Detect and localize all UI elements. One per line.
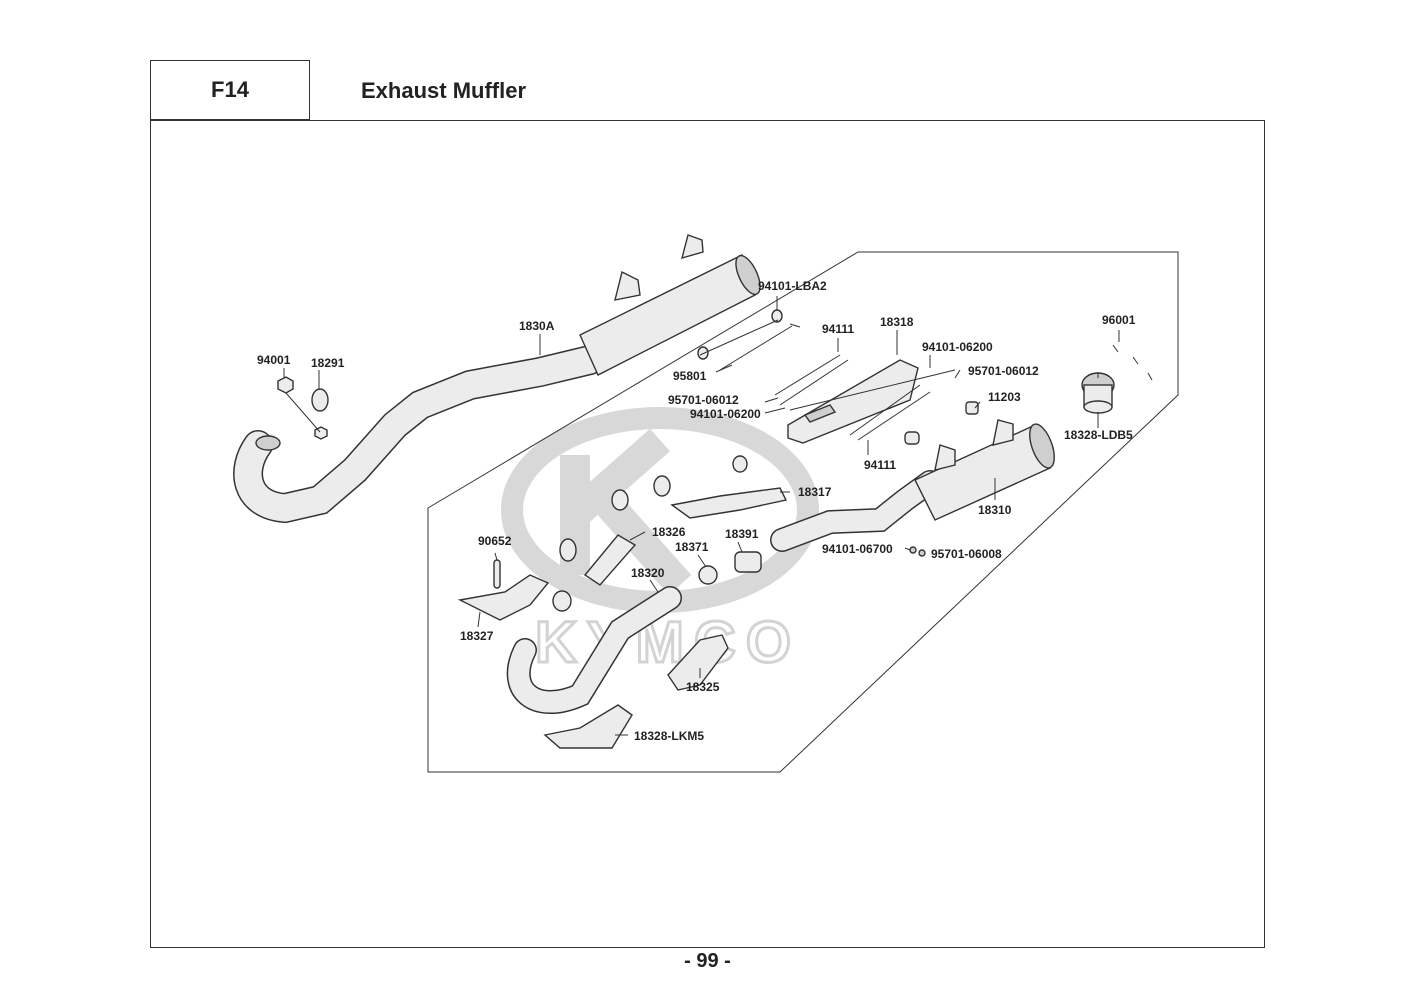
mounting-rods	[774, 354, 931, 441]
assembled-pipe	[234, 346, 604, 522]
gasket-18291	[311, 388, 329, 412]
label-18371: 18371	[675, 540, 709, 554]
label-94001: 94001	[257, 353, 291, 367]
nut-95701-06008	[918, 549, 926, 557]
muffler-18310-end	[1029, 423, 1055, 469]
label-18291: 18291	[311, 356, 345, 370]
assembled-pipe-inlet	[255, 435, 281, 451]
assembled-bracket-2	[681, 234, 704, 260]
label-96001: 96001	[1102, 313, 1136, 327]
label-94101-06700: 94101-06700	[822, 542, 893, 556]
clamp-90652	[559, 538, 577, 562]
bolt-95801	[715, 364, 733, 373]
pipe-18320	[508, 587, 681, 713]
label-18317: 18317	[798, 485, 832, 499]
label-94101-06200-left: 94101-06200	[690, 407, 761, 421]
assembled-muffler-end	[735, 254, 761, 296]
label-94101-06200-top: 94101-06200	[922, 340, 993, 354]
label-18328-lkm5: 18328-LKM5	[634, 729, 704, 743]
label-1830a: 1830A	[519, 319, 555, 333]
clamp-upper-left	[611, 489, 629, 511]
kymco-watermark: KYMCO	[501, 407, 819, 677]
pipe-18326	[583, 534, 637, 586]
label-18391: 18391	[725, 527, 759, 541]
diagram-frame	[150, 120, 1265, 948]
nut-94001	[277, 376, 294, 394]
leader-lines	[283, 296, 1120, 736]
spring-90652	[493, 559, 501, 589]
label-95701-06012-left: 95701-06012	[668, 393, 739, 407]
pipe-18328-lkm5	[543, 704, 633, 749]
assembled-exhaust	[233, 234, 761, 524]
label-18326: 18326	[652, 525, 686, 539]
label-18328-ldb5: 18328-LDB5	[1064, 428, 1133, 442]
clamp-top	[732, 455, 748, 473]
label-95801: 95801	[673, 369, 707, 383]
end-cap-tip	[1083, 400, 1113, 414]
page-number: - 99 -	[684, 950, 731, 972]
pipe-18317	[670, 487, 788, 519]
pipe-18327	[457, 574, 550, 621]
bolts-96001	[1112, 344, 1153, 381]
heat-shield-18318	[787, 359, 919, 444]
label-18327: 18327	[460, 629, 494, 643]
label-94111-bottom: 94111	[864, 458, 896, 472]
label-94101-lba2: 94101-LBA2	[758, 279, 827, 293]
page-title-text: Exhaust Muffler	[361, 77, 527, 103]
sleeve-18391	[734, 551, 762, 573]
collar-11203	[965, 401, 979, 415]
label-95701-06008: 95701-06008	[931, 547, 1002, 561]
clamp-lower-left	[552, 590, 572, 612]
long-rod	[789, 369, 956, 411]
watermark-brand-text: KYMCO	[535, 610, 801, 675]
watermark-k-letter	[560, 428, 692, 595]
label-90652: 90652	[478, 534, 512, 548]
bolt-94101-06700	[909, 546, 917, 554]
washer-left	[697, 346, 709, 360]
section-code-text: F14	[211, 77, 249, 102]
muffler-bracket-1	[934, 444, 956, 471]
label-11203: 11203	[988, 390, 1021, 404]
clamp-mid	[653, 475, 671, 497]
page-title: Exhaust Muffler	[309, 60, 1264, 121]
link-pipe	[771, 471, 941, 551]
assembled-bracket-1	[614, 270, 641, 301]
clamp-18371	[698, 565, 718, 585]
assembled-muffler-body	[579, 254, 756, 376]
bolt-top	[789, 323, 801, 328]
label-18318: 18318	[880, 315, 914, 329]
label-18325: 18325	[686, 680, 720, 694]
label-95701-06012-right: 95701-06012	[968, 364, 1039, 378]
heat-shield-slot	[803, 404, 837, 423]
exploded-view-outline	[427, 251, 1179, 773]
section-code: F14	[150, 60, 310, 120]
collar-lower	[904, 431, 920, 445]
label-94111-top: 94111	[822, 322, 854, 336]
label-18320: 18320	[631, 566, 665, 580]
part-labels: 94001 18291 1830A 94101-LBA2 95801 94111…	[257, 279, 1136, 743]
muffler-bracket-2	[992, 419, 1014, 446]
label-18310: 18310	[978, 503, 1012, 517]
pipe-18325	[667, 634, 729, 691]
